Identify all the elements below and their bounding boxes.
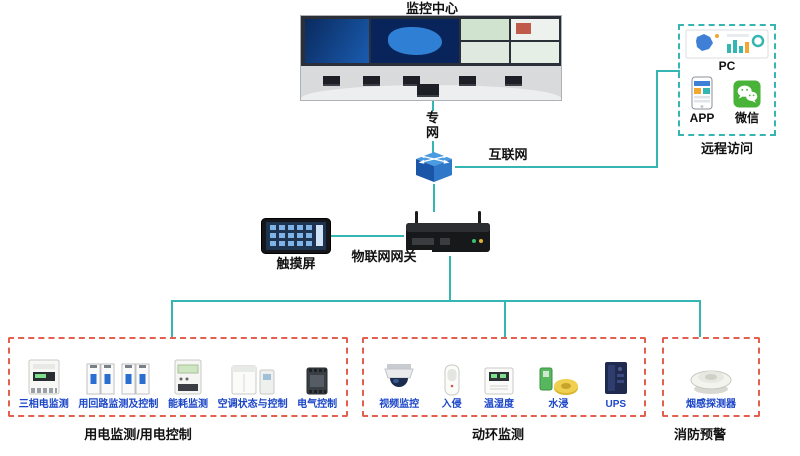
fire-group-label: 消防预警	[673, 427, 726, 442]
pc-dashboard-icon	[685, 29, 769, 59]
device-smoke-detector: 烟感探测器	[686, 364, 736, 411]
power-group-label: 用电监测/用电控制	[84, 427, 192, 442]
iot-gateway-icon	[402, 210, 494, 258]
device-intrusion-sensor: 入侵	[442, 364, 462, 411]
device-label: 视频监控	[379, 398, 420, 410]
network-switch-icon	[412, 149, 456, 185]
ac-control-icon	[230, 362, 276, 396]
remote-access-box	[678, 24, 776, 136]
device-label: 温湿度	[483, 398, 514, 410]
device-three-phase-meter: 三相电监测	[19, 358, 69, 411]
device-label: 三相电监测	[18, 398, 69, 410]
device-label: 用回路监测及控制	[78, 398, 159, 410]
wall-screen	[461, 19, 509, 40]
touchscreen-icon	[261, 218, 331, 254]
device-label: 电气控制	[297, 398, 338, 410]
remote-access-label: 远程访问	[700, 141, 753, 156]
power-group-box: 三相电监测	[8, 337, 348, 417]
wall-screen-map	[371, 19, 459, 63]
device-label: 能耗监测	[167, 398, 208, 410]
device-label: 入侵	[441, 398, 462, 410]
internet-label: 互联网	[488, 147, 528, 162]
screen-content	[516, 23, 531, 34]
device-video-camera: 视频监控	[379, 362, 419, 411]
pc-label: PC	[718, 59, 736, 73]
environment-group-box: 视频监控 入侵	[362, 337, 646, 417]
water-leak-icon	[536, 366, 580, 396]
dome-camera-icon	[379, 362, 419, 396]
desk-monitor	[363, 76, 380, 86]
desk-monitor	[403, 76, 420, 86]
device-temp-humidity: 温湿度	[484, 366, 514, 411]
desk-monitor	[505, 76, 522, 86]
wechat-label: 微信	[734, 111, 759, 125]
device-ups: UPS	[603, 360, 629, 411]
temp-humidity-icon	[484, 366, 514, 396]
connector-line	[171, 300, 173, 337]
connector-line	[656, 70, 680, 72]
device-label: 水浸	[548, 398, 569, 410]
connector-line	[331, 235, 404, 237]
three-phase-meter-icon	[23, 358, 65, 396]
wechat-icon	[733, 80, 761, 108]
control-room-image	[300, 15, 562, 101]
device-label: UPS	[605, 398, 627, 410]
connector-line	[504, 300, 506, 337]
app-phone-icon	[691, 76, 713, 110]
touchscreen-label: 触摸屏	[276, 256, 316, 271]
connector-line	[433, 184, 435, 212]
environment-group-label: 动环监测	[471, 427, 524, 442]
connector-line	[171, 300, 701, 302]
device-energy-meter: 能耗监测	[168, 358, 208, 411]
wall-screen	[305, 19, 369, 63]
smoke-detector-icon	[687, 364, 735, 396]
desk-monitor	[459, 76, 476, 86]
device-water-leak: 水浸	[536, 366, 580, 411]
ups-icon	[603, 360, 629, 396]
connector-line	[656, 70, 658, 168]
device-label: 烟感探测器	[686, 398, 736, 410]
energy-meter-icon	[173, 358, 203, 396]
china-map-shape	[388, 27, 442, 55]
private-network-label: 专网	[424, 110, 441, 141]
app-label: APP	[689, 111, 715, 125]
wall-screen	[511, 42, 559, 63]
desk-monitor	[323, 76, 340, 86]
device-electrical-control: 电气控制	[297, 366, 337, 411]
fire-group-box: 烟感探测器	[662, 337, 760, 417]
pir-sensor-icon	[443, 364, 461, 396]
desk-monitor-center	[417, 84, 439, 97]
monitoring-center-title: 监控中心	[405, 1, 458, 16]
iot-gateway-label: 物联网网关	[336, 249, 432, 265]
device-ac-control: 空调状态与控制	[218, 362, 288, 411]
electrical-control-icon	[305, 366, 329, 396]
connector-line	[449, 256, 451, 301]
connector-line	[455, 166, 658, 168]
wall-screen	[511, 19, 559, 40]
device-label: 空调状态与控制	[217, 398, 288, 410]
device-circuit-breakers: 用回路监测及控制	[78, 362, 158, 411]
connector-line	[699, 300, 701, 337]
wall-screen	[461, 42, 509, 63]
circuit-breaker-icon	[85, 362, 151, 396]
